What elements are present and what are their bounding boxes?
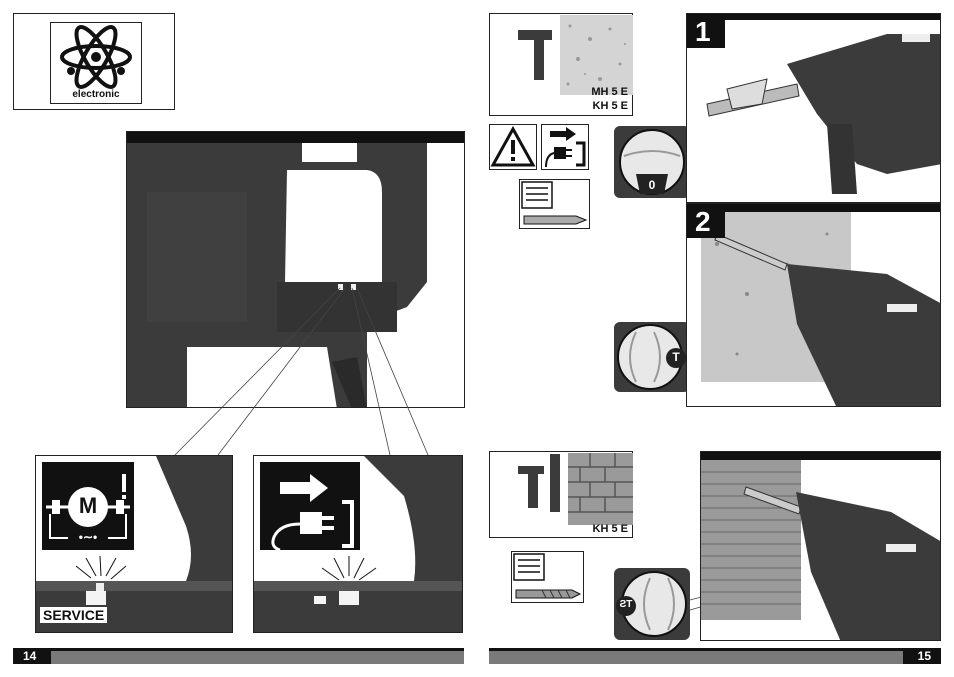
mode-dial-st: ƧT <box>614 568 690 640</box>
mode-dial-t: T <box>614 322 690 392</box>
model-label-kh5e-drill: KH 5 E <box>592 523 628 535</box>
step-2-illustration: 2 <box>686 203 941 407</box>
step-1-number: 1 <box>695 16 711 47</box>
drill-bit-icon <box>513 553 582 599</box>
chisel-bit-icon <box>521 181 588 225</box>
model-label-mh5e: MH 5 E <box>591 86 628 98</box>
chisel-t-icon <box>518 15 633 95</box>
dial-t-label: T <box>672 350 680 364</box>
service-motor-icon: M •∼• <box>42 462 134 550</box>
step-1-illustration: 1 <box>686 13 941 203</box>
mode-dial-0: 0 <box>614 126 690 198</box>
electronic-label: electronic <box>72 89 120 100</box>
drill-bit-icon-box <box>511 551 584 603</box>
drill-mode-box: KH 5 E <box>489 451 633 538</box>
service-indicator-detail: M •∼• SERVICE <box>35 455 233 633</box>
electronic-logo: electronic <box>50 22 142 104</box>
step-2-number: 2 <box>695 206 711 237</box>
chisel-bit-icon-box <box>519 179 590 229</box>
chisel-mode-box: MH 5 E KH 5 E <box>489 13 633 116</box>
left-footer-bar: 14 <box>13 648 464 664</box>
unplug-icon-box <box>541 124 589 170</box>
power-indicator-detail <box>253 455 463 633</box>
page-number-left: 14 <box>23 649 37 663</box>
motor-ac-symbol: •∼• <box>68 530 108 544</box>
atom-icon <box>60 25 132 89</box>
service-label: SERVICE <box>40 607 108 623</box>
warning-icon-box <box>489 124 537 170</box>
dial-0-label: 0 <box>648 178 656 192</box>
dial-st-label: ƧT <box>619 599 633 610</box>
hammer-drill-icon <box>518 453 633 525</box>
plug-icon <box>260 462 360 550</box>
warning-icon <box>490 125 536 167</box>
hammer-indicator-illustration <box>126 131 465 408</box>
unplug-icon <box>545 127 586 168</box>
model-label-kh5e: KH 5 E <box>592 100 628 112</box>
electronic-logo-box: electronic <box>13 13 175 110</box>
motor-letter: M <box>78 493 98 518</box>
right-footer-bar: 15 <box>489 648 941 664</box>
page-number-right: 15 <box>917 649 931 663</box>
brick-drilling-illustration <box>700 451 941 641</box>
